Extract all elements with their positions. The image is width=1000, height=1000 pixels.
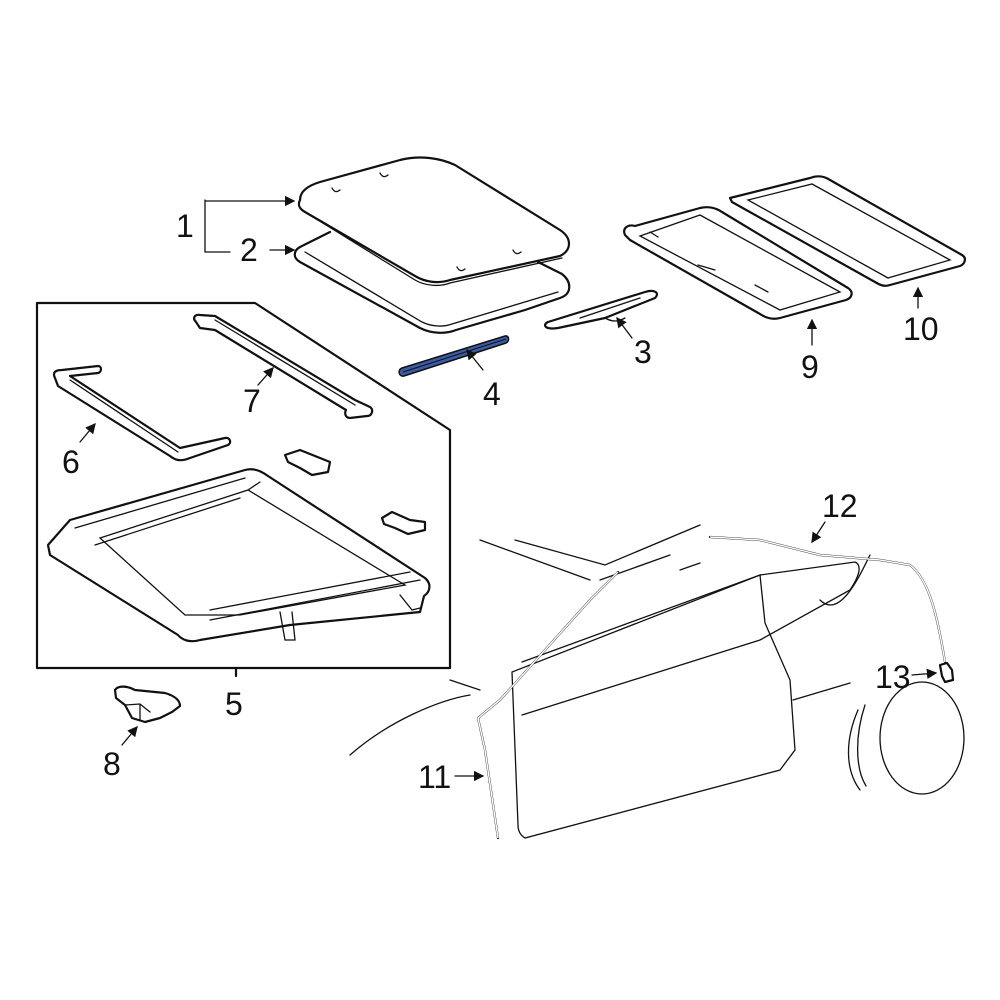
inset-bracket-upper[interactable]: [283, 448, 332, 477]
part-5-sunroof-housing[interactable]: [46, 468, 431, 643]
callout-5[interactable]: 5: [225, 686, 243, 722]
inset-bracket-lower[interactable]: [380, 510, 427, 536]
part-13-end-clip[interactable]: [938, 661, 955, 684]
part-5-inset-box: [35, 301, 452, 678]
part-1-glass-panel[interactable]: [297, 156, 571, 287]
callout-8[interactable]: 8: [103, 746, 121, 782]
callout-11[interactable]: 11: [418, 759, 452, 795]
callout-7[interactable]: 7: [243, 383, 261, 419]
part-4-seal-strip-highlighted[interactable]: [398, 335, 510, 377]
part-6-rear-drain-channel[interactable]: [52, 364, 232, 462]
part-10-sunshade-frame[interactable]: [728, 175, 966, 287]
callout-2[interactable]: 2: [240, 232, 258, 268]
part-9-sunshade-panel[interactable]: [623, 206, 853, 320]
part-2-glass-weatherstrip[interactable]: [293, 230, 571, 334]
part-11-door-opening-weatherstrip[interactable]: [476, 570, 620, 840]
car-body-outline: [349, 524, 965, 839]
callout-10[interactable]: 10: [903, 311, 939, 347]
part-7-front-guide-rail[interactable]: [193, 313, 374, 420]
part-8-motor-bracket[interactable]: [113, 685, 182, 724]
callout-6[interactable]: 6: [62, 444, 80, 480]
callout-13[interactable]: 13: [875, 659, 911, 695]
callout-1[interactable]: 1: [176, 208, 194, 244]
callout-4[interactable]: 4: [483, 376, 501, 412]
callout-3[interactable]: 3: [634, 334, 652, 370]
callout-9[interactable]: 9: [801, 349, 819, 385]
part-12-roof-side-weatherstrip[interactable]: [708, 535, 947, 664]
callout-12[interactable]: 12: [822, 488, 858, 524]
leader-lines: [79, 200, 938, 782]
